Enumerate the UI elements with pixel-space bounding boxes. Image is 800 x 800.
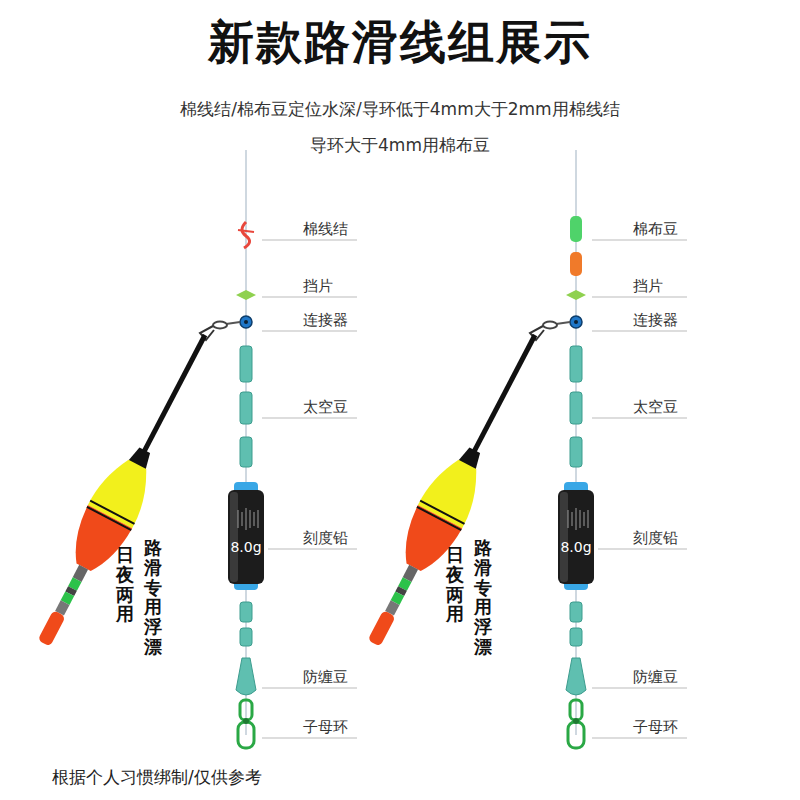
title: 新款路滑线组展示 bbox=[0, 12, 800, 74]
part-label: 防缠豆 bbox=[303, 668, 348, 687]
float-label: 日夜两用 bbox=[116, 545, 134, 624]
part-label: 太空豆 bbox=[633, 398, 678, 417]
part-label: 连接器 bbox=[303, 311, 348, 330]
weight-mark: 8.0g bbox=[558, 539, 594, 555]
subtitle: 棉线结/棉布豆定位水深/导环低于4mm大于2mm用棉线结 bbox=[0, 98, 800, 121]
weight-mark: 8.0g bbox=[228, 539, 264, 555]
subtitle: 导环大于4mm用棉布豆 bbox=[0, 134, 800, 157]
part-label: 太空豆 bbox=[303, 398, 348, 417]
part-label: 子母环 bbox=[303, 718, 348, 737]
caption: 根据个人习惯绑制/仅供参考 bbox=[52, 766, 262, 789]
part-label: 连接器 bbox=[633, 311, 678, 330]
part-label: 挡片 bbox=[303, 277, 333, 296]
float-label: 路滑专用浮漂 bbox=[144, 538, 162, 657]
part-label: 挡片 bbox=[633, 277, 663, 296]
part-label: 棉线结 bbox=[303, 220, 348, 239]
part-label: 刻度铅 bbox=[303, 529, 348, 548]
part-label: 棉布豆 bbox=[633, 220, 678, 239]
part-label: 刻度铅 bbox=[633, 529, 678, 548]
part-label: 子母环 bbox=[633, 718, 678, 737]
part-label: 防缠豆 bbox=[633, 668, 678, 687]
float-label: 路滑专用浮漂 bbox=[474, 538, 492, 657]
float-label: 日夜两用 bbox=[446, 545, 464, 624]
